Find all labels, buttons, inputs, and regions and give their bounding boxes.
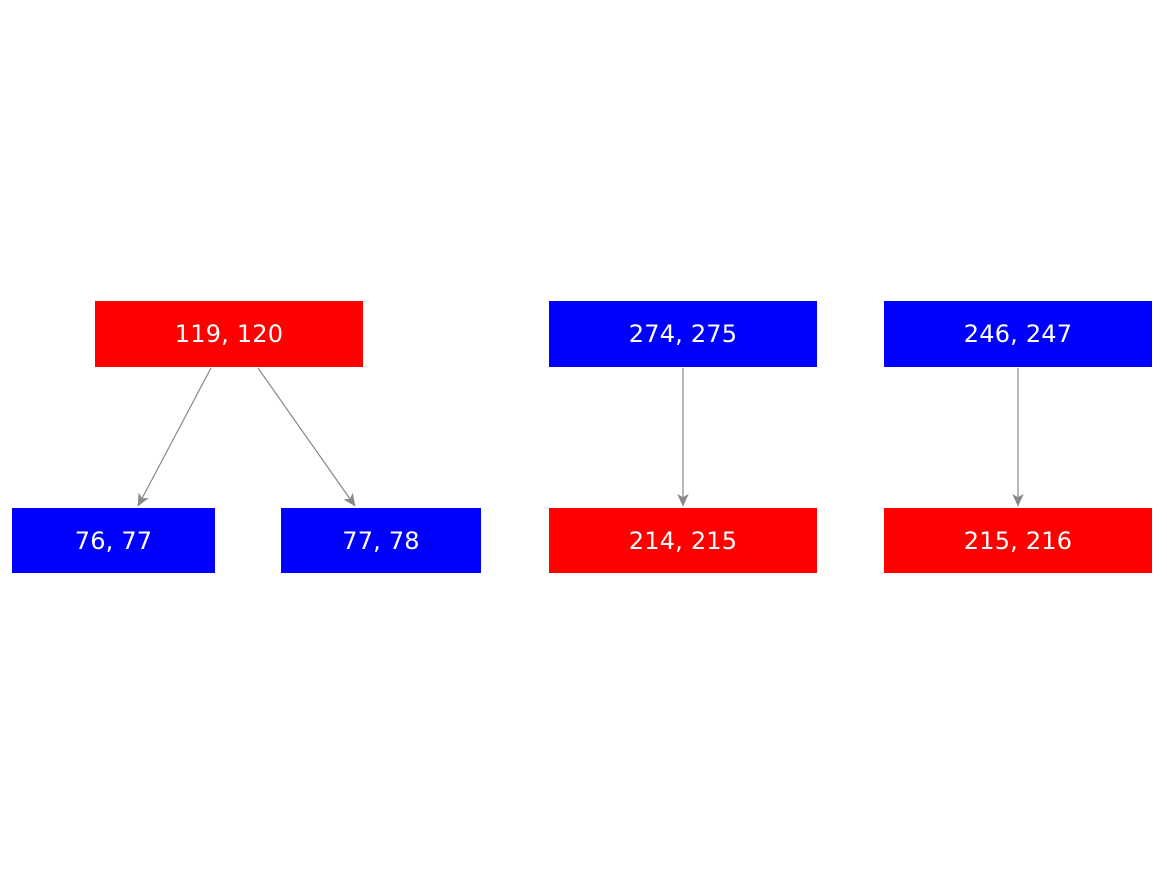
edge-group bbox=[137, 367, 1024, 507]
graph-node-label: 215, 216 bbox=[963, 526, 1073, 555]
graph-node-n5[interactable]: 246, 247 bbox=[884, 301, 1152, 367]
graph-edge-n0-to-n1 bbox=[137, 367, 212, 507]
graph-node-n6[interactable]: 215, 216 bbox=[884, 508, 1152, 573]
graph-node-n2[interactable]: 77, 78 bbox=[281, 508, 481, 573]
graph-node-n1[interactable]: 76, 77 bbox=[12, 508, 215, 573]
graph-edge-n0-to-n2 bbox=[257, 367, 356, 507]
graph-node-n4[interactable]: 214, 215 bbox=[549, 508, 817, 573]
graph-node-n0[interactable]: 119, 120 bbox=[95, 301, 363, 367]
graph-node-label: 214, 215 bbox=[628, 526, 738, 555]
graph-node-label: 246, 247 bbox=[963, 320, 1073, 348]
graph-node-label: 76, 77 bbox=[74, 526, 153, 555]
graph-node-n3[interactable]: 274, 275 bbox=[549, 301, 817, 367]
graph-node-label: 274, 275 bbox=[628, 320, 738, 348]
graph-node-label: 77, 78 bbox=[342, 526, 420, 555]
graph-node-label: 119, 120 bbox=[174, 320, 284, 348]
